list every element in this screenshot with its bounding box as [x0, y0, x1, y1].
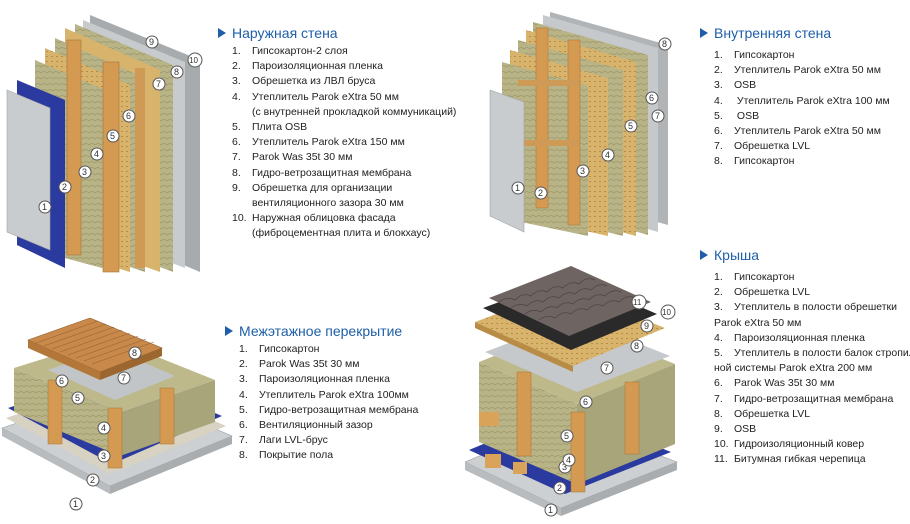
callout: 3 [82, 167, 87, 177]
callout: 9 [644, 321, 649, 331]
callout: 6 [583, 397, 588, 407]
callout: 4 [101, 423, 106, 433]
triangle-bullet-icon [225, 326, 233, 336]
legend-item: 1.Гипсокартон-2 слоя [232, 45, 348, 57]
callout: 5 [110, 131, 115, 141]
legend-item: 9.OSB [714, 423, 757, 436]
legend-item: 4.Утеплитель Parok eXtra 50 мм(с внутрен… [232, 90, 457, 118]
legend-title: Внутренняя стена [714, 25, 832, 41]
callout: 1 [42, 202, 47, 212]
legend-item: 6.Вентиляционный зазор [239, 419, 373, 432]
callout: 2 [557, 483, 562, 493]
callout: 2 [538, 188, 543, 198]
callout: 7 [604, 363, 609, 373]
callout: 11 [633, 298, 642, 307]
callout: 7 [156, 79, 161, 89]
callout: 7 [655, 111, 660, 121]
legend-item: 11.Битумная гибкая черепица [714, 453, 866, 466]
legend-title: Наружная стена [232, 25, 338, 41]
roof-figure: 1 2 3 4 5 6 7 8 9 10 11 [465, 266, 678, 517]
floor-figure: 1 2 3 4 5 6 7 8 [1, 318, 233, 511]
callout: 3 [562, 462, 567, 472]
legend-item: 3.Пароизоляционная пленка [239, 373, 390, 386]
legend-item: 7.Обрешетка LVL [714, 140, 811, 153]
legend-item: 5. OSB [714, 109, 760, 122]
floor-legend: Межэтажное перекрытие 1.Гипсокартон 2.Pa… [225, 322, 418, 464]
legend-title: Межэтажное перекрытие [239, 323, 403, 339]
callout: 2 [62, 182, 67, 192]
legend-item: 6.Parok Was 35t 30 мм [714, 377, 835, 390]
legend-item: 8.Покрытие пола [239, 449, 334, 462]
inner-wall-figure: 1 2 3 4 5 6 7 8 [489, 12, 672, 236]
callout: 6 [649, 93, 654, 103]
legend-item: 5.Утеплитель в полости балок стропиль-но… [714, 347, 910, 375]
legend-item: 7.Лаги LVL-брус [239, 434, 328, 447]
legend-item: 4.Утеплитель Parok eXtra 100мм [239, 388, 409, 401]
legend-item: 8.Гипсокартон [714, 155, 795, 168]
callout: 6 [59, 376, 64, 386]
triangle-bullet-icon [700, 250, 708, 260]
outer-wall-legend: Наружная стена 1.Гипсокартон-2 слоя 2.Па… [218, 24, 456, 242]
legend-item: 2.Утеплитель Parok eXtra 50 мм [714, 64, 881, 77]
callout: 8 [662, 39, 667, 49]
legend-item: 1.Гипсокартон [714, 271, 795, 283]
callout: 1 [548, 505, 553, 515]
callout: 4 [94, 149, 99, 159]
legend-item: 2.Пароизоляционная пленка [232, 60, 383, 73]
legend-title: Крыша [714, 247, 760, 263]
callout: 6 [126, 111, 131, 121]
legend-item: 8.Обрешетка LVL [714, 407, 811, 420]
callout: 3 [580, 166, 585, 176]
legend-item: 7.Гидро-ветрозащитная мембрана [714, 392, 894, 405]
callout: 8 [634, 341, 639, 351]
callout: 10 [189, 56, 198, 65]
legend-item: 1.Гипсокартон [239, 343, 320, 355]
legend-item: 8.Гидро-ветрозащитная мембрана [232, 166, 412, 179]
callout: 5 [564, 431, 569, 441]
inner-wall-legend: Внутренняя стена 1.Гипсокартон 2.Утеплит… [700, 24, 890, 170]
legend-item: 5.Гидро-ветрозащитная мембрана [239, 403, 419, 416]
legend-item: 3.Обрешетка из ЛВЛ бруса [232, 75, 376, 88]
callout: 8 [174, 67, 179, 77]
callout: 10 [662, 308, 671, 317]
triangle-bullet-icon [700, 28, 708, 38]
triangle-bullet-icon [218, 28, 226, 38]
callout: 4 [605, 150, 610, 160]
legend-item: 4.Пароизоляционная пленка [714, 331, 865, 344]
legend-item: 10.Наружная облицовка фасада(фиброцемент… [232, 212, 431, 240]
legend-item: 1.Гипсокартон [714, 49, 795, 61]
legend-item: 2.Parok Was 35t 30 мм [239, 358, 360, 371]
callout: 7 [121, 373, 126, 383]
callout: 5 [75, 393, 80, 403]
callout: 2 [90, 475, 95, 485]
roof-legend: Крыша 1.Гипсокартон 2.Обрешетка LVL 3.Ут… [700, 246, 910, 468]
legend-item: 4. Утеплитель Parok eXtra 100 мм [714, 94, 890, 107]
callout: 5 [628, 121, 633, 131]
callout: 3 [101, 451, 106, 461]
callout: 9 [149, 37, 154, 47]
legend-item: 5.Плита OSB [232, 121, 308, 134]
legend-item: 7.Parok Was 35t 30 мм [232, 151, 353, 164]
legend-item: 10.Гидроизоляционный ковер [714, 438, 865, 451]
legend-item: 6.Утеплитель Parok eXtra 50 мм [714, 125, 881, 138]
callout: 8 [132, 348, 137, 358]
callout: 4 [566, 455, 571, 465]
legend-item: 3.OSB [714, 79, 757, 92]
callout: 1 [515, 183, 520, 193]
legend-item: 2.Обрешетка LVL [714, 286, 811, 299]
callout: 1 [73, 499, 78, 509]
legend-item: 6.Утеплитель Parok eXtra 150 мм [232, 136, 405, 149]
outer-wall-figure: 1 2 3 4 5 6 7 8 9 10 [6, 15, 203, 273]
